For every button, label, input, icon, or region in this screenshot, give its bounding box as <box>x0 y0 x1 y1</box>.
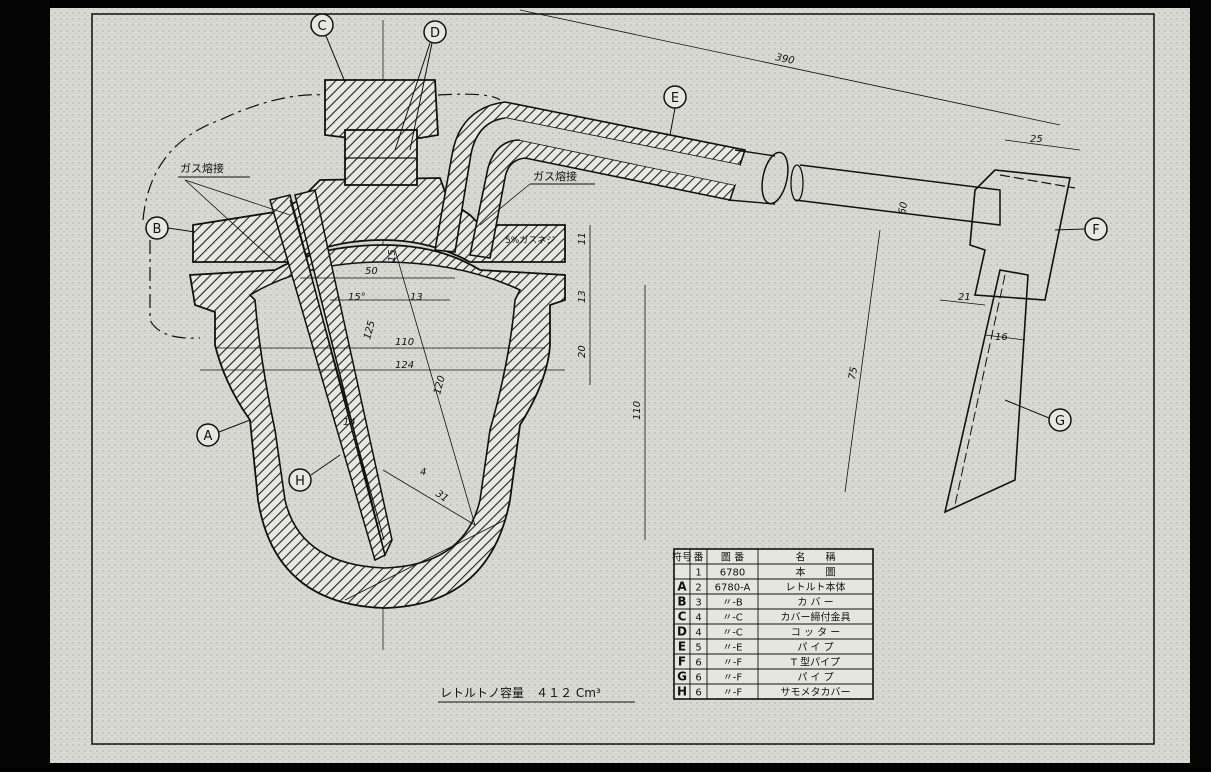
dim-14: 14 <box>343 417 356 428</box>
table-cell: レトルト本体 <box>786 581 846 594</box>
dim-13: 13 <box>410 292 423 303</box>
svg-text:B: B <box>153 222 162 237</box>
dim-20: 20 <box>577 345 588 358</box>
callout-f: F <box>1054 217 1108 241</box>
table-cell: C <box>678 610 687 624</box>
table-cell: F <box>678 655 686 669</box>
dim-11: 11 <box>577 232 588 245</box>
dim-13-b: 13 <box>577 290 588 303</box>
table-cell: カバー締付金具 <box>781 611 851 624</box>
dim-15deg: 15° <box>348 292 366 303</box>
dim-15: 15 <box>387 249 398 262</box>
table-cell: 6780 <box>720 568 745 579</box>
note-gas-weld-left: ガス熔接 <box>180 161 224 175</box>
table-header-cell: 圖 番 <box>721 552 744 564</box>
table-cell: 4 <box>695 613 701 624</box>
table-cell: 5 <box>695 643 701 654</box>
dim-16: 16 <box>995 332 1008 343</box>
dim-75: 75 <box>847 366 860 380</box>
note-gas-weld-right: ガス熔接 <box>533 169 577 183</box>
dim-110-b: 110 <box>632 401 643 420</box>
table-cell: 4 <box>695 628 701 639</box>
border-frame <box>91 13 1155 745</box>
paper-background <box>50 8 1190 763</box>
cover-clamp <box>142 79 501 339</box>
dimension-lines <box>200 9 1081 601</box>
table-cell: 本 圖 <box>796 566 836 579</box>
table-cell: 〃-B <box>722 598 743 609</box>
table-cell: 2 <box>695 583 701 594</box>
table-cell: 6 <box>695 673 701 684</box>
dim-120: 120 <box>432 374 448 395</box>
svg-text:D: D <box>430 26 440 41</box>
table-cell: 〃-C <box>722 628 743 639</box>
thermo-cover <box>269 189 393 562</box>
dim-50: 50 <box>365 266 378 277</box>
table-cell: T 型パイプ <box>790 656 840 669</box>
table-cell: パ イ プ <box>797 672 833 684</box>
t-pipe <box>790 164 1076 301</box>
dim-21: 21 <box>958 292 971 303</box>
table-cell: サモメタカバー <box>781 687 851 699</box>
svg-text:C: C <box>317 19 326 34</box>
table-header-cell: 番 <box>694 552 704 564</box>
table-header-cell: 符号 <box>672 551 692 564</box>
table-cell: 3 <box>695 598 701 609</box>
dim-390: 390 <box>774 52 795 67</box>
note-gas-thread: 5%ガスネジ <box>505 235 555 246</box>
dim-110-a: 110 <box>395 337 414 348</box>
callout-b: B <box>145 216 196 240</box>
table-cell: B <box>677 595 686 609</box>
table-cell: A <box>677 580 687 594</box>
svg-text:H: H <box>295 474 305 489</box>
table-cell: コ ッ タ ー <box>791 627 841 639</box>
table-cell: 〃-C <box>722 613 743 624</box>
table-cell: 6 <box>695 688 701 699</box>
dimension-labels: 390 25 50 15 15° 13 110 124 125 120 110 … <box>343 52 1043 505</box>
pipe-g <box>943 269 1029 514</box>
table-cell: G <box>677 670 687 684</box>
callout-a: A <box>196 419 251 447</box>
svg-text:G: G <box>1055 414 1065 429</box>
table-cell: D <box>677 625 687 639</box>
table-cell: カ バ ー <box>797 597 833 609</box>
capacity-note: レトルトノ容量 ４１２ Cm³ <box>440 685 601 700</box>
svg-text:F: F <box>1092 223 1099 238</box>
table-cell: パ イ プ <box>797 642 833 654</box>
callout-d: D <box>394 20 447 151</box>
svg-text:E: E <box>671 91 679 106</box>
svg-text:A: A <box>204 429 213 444</box>
table-cell: 6 <box>695 658 701 669</box>
dim-4: 4 <box>420 467 426 478</box>
dim-124: 124 <box>395 360 414 371</box>
callout-c: C <box>310 13 346 83</box>
callout-h: H <box>288 454 341 492</box>
dim-25: 25 <box>1030 134 1043 145</box>
pipe <box>434 101 789 259</box>
dim-60: 60 <box>897 201 910 215</box>
dim-125: 125 <box>362 319 378 340</box>
callout-g: G <box>1004 399 1072 432</box>
table-cell: 6780-A <box>715 583 751 594</box>
table-cell: H <box>677 685 687 699</box>
table-cell: 〃-E <box>723 643 743 654</box>
table-cell: 1 <box>695 568 701 579</box>
table-cell: 〃-F <box>723 658 743 669</box>
table-header-cell: 名 稱 <box>796 551 836 564</box>
callout-e: E <box>663 85 687 136</box>
table-cell: 〃-F <box>723 688 743 699</box>
table-cell: 〃-F <box>723 673 743 684</box>
table-cell: E <box>678 640 686 654</box>
